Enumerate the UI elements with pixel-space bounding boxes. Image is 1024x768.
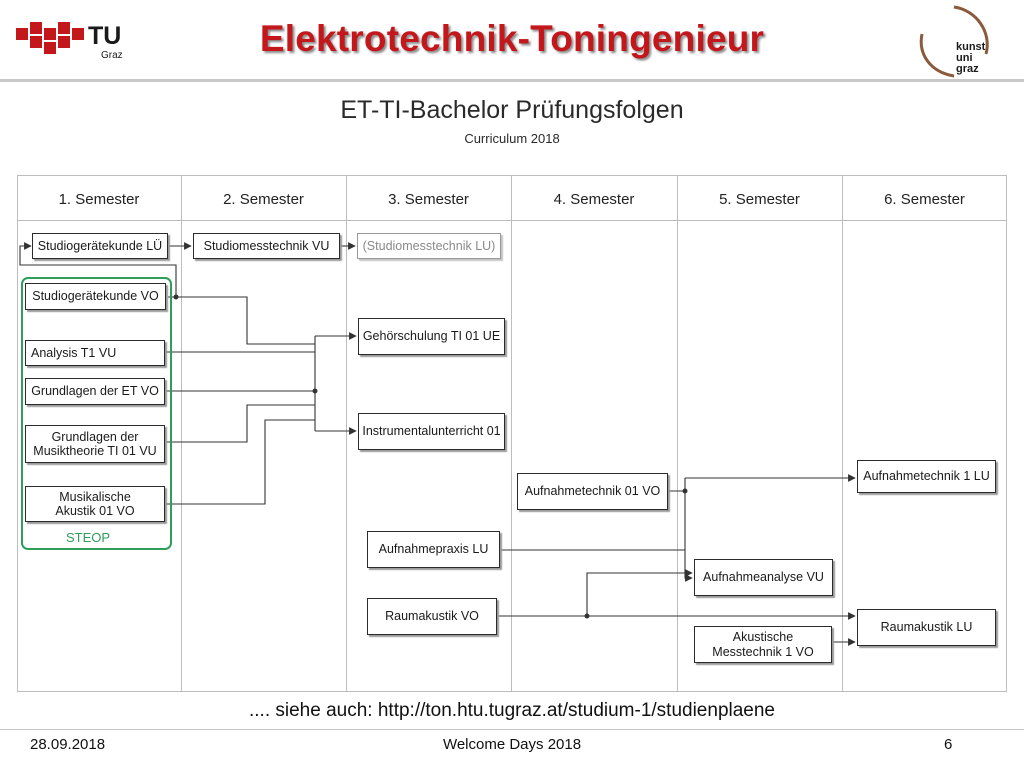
course-akustik-line2: Akustik 01 VO: [55, 504, 135, 518]
course-aufnahmepraxis: Aufnahmepraxis LU: [367, 531, 500, 568]
course-gehoerschulung: Gehörschulung TI 01 UE: [358, 318, 505, 355]
kunstuni-graz-logo: kunst uni graz: [919, 5, 989, 78]
course-raumakustik-lu: Raumakustik LU: [857, 609, 996, 646]
course-aufnahmeanalyse: Aufnahmeanalyse VU: [694, 559, 833, 596]
course-musiktheorie-line1: Grundlagen der: [51, 429, 139, 444]
column-divider: [677, 175, 678, 692]
course-messtechnik-line1: Akustische: [732, 630, 794, 645]
footer-date: 28.09.2018: [30, 736, 106, 753]
column-divider: [181, 175, 182, 692]
steop-label: STEOP: [66, 530, 111, 545]
course-akustische-messtechnik: Akustische Messtechnik 1 VO: [694, 626, 832, 663]
course-akustik-line1: Musikalische: [59, 489, 131, 504]
kug-line1: kunst: [956, 41, 986, 53]
course-analysis-t1: Analysis T1 VU: [25, 340, 165, 366]
course-instrumentalunterricht: Instrumentalunterricht 01: [358, 413, 505, 450]
main-title: Elektrotechnik-Toningenieur: [259, 18, 765, 59]
course-studiomesstechnik-vu: Studiomesstechnik VU: [193, 233, 340, 259]
tu-graz-sub: Graz: [101, 50, 123, 61]
course-musikalische-akustik: Musikalische Akustik 01 VO: [25, 486, 165, 522]
footer-page-number: 6: [944, 736, 953, 753]
steop-group: [21, 277, 172, 550]
kug-line2: uni: [956, 52, 973, 64]
course-studiomesstechnik-lu: (Studiomesstechnik LU): [357, 233, 501, 259]
semester-2-label: 2. Semester: [223, 191, 304, 208]
semester-5-label: 5. Semester: [719, 191, 800, 208]
tu-wordmark: TU: [88, 22, 121, 50]
reference-link[interactable]: .... siehe auch: http://ton.htu.tugraz.a…: [249, 700, 775, 721]
header-divider: [0, 79, 1024, 82]
course-studiogeraetekunde-lu: Studiogerätekunde LÜ: [32, 233, 168, 259]
diagram-subtitle: Curriculum 2018: [464, 131, 560, 146]
footer-divider: [0, 729, 1024, 730]
footer-event: Welcome Days 2018: [442, 736, 582, 753]
course-messtechnik-line2: Messtechnik 1 VO: [712, 644, 814, 659]
semester-4-label: 4. Semester: [553, 191, 635, 208]
header-row-divider: [17, 220, 1007, 221]
column-divider: [511, 175, 512, 692]
course-musiktheorie-line2: Musiktheorie TI 01 VU: [33, 444, 157, 458]
tu-graz-logo: TU Graz: [16, 22, 123, 61]
column-divider: [842, 175, 843, 692]
course-grundlagen-et: Grundlagen der ET VO: [25, 378, 165, 405]
course-musiktheorie: Grundlagen der Musiktheorie TI 01 VU: [25, 425, 165, 463]
semester-grid: [17, 175, 1007, 692]
diagram-title: ET-TI-Bachelor Prüfungsfolgen: [340, 96, 684, 124]
semester-6-label: 6. Semester: [884, 191, 965, 208]
semester-1-label: 1. Semester: [58, 191, 140, 208]
semester-3-label: 3. Semester: [388, 191, 469, 208]
kug-line3: graz: [956, 63, 979, 75]
course-aufnahmetechnik-01-vo: Aufnahmetechnik 01 VO: [517, 473, 668, 510]
course-studiogeraetekunde-vo: Studiogerätekunde VO: [25, 283, 166, 310]
course-raumakustik-vo: Raumakustik VO: [367, 598, 497, 635]
course-aufnahmetechnik-1-lu: Aufnahmetechnik 1 LU: [857, 460, 996, 493]
column-divider: [346, 175, 347, 692]
